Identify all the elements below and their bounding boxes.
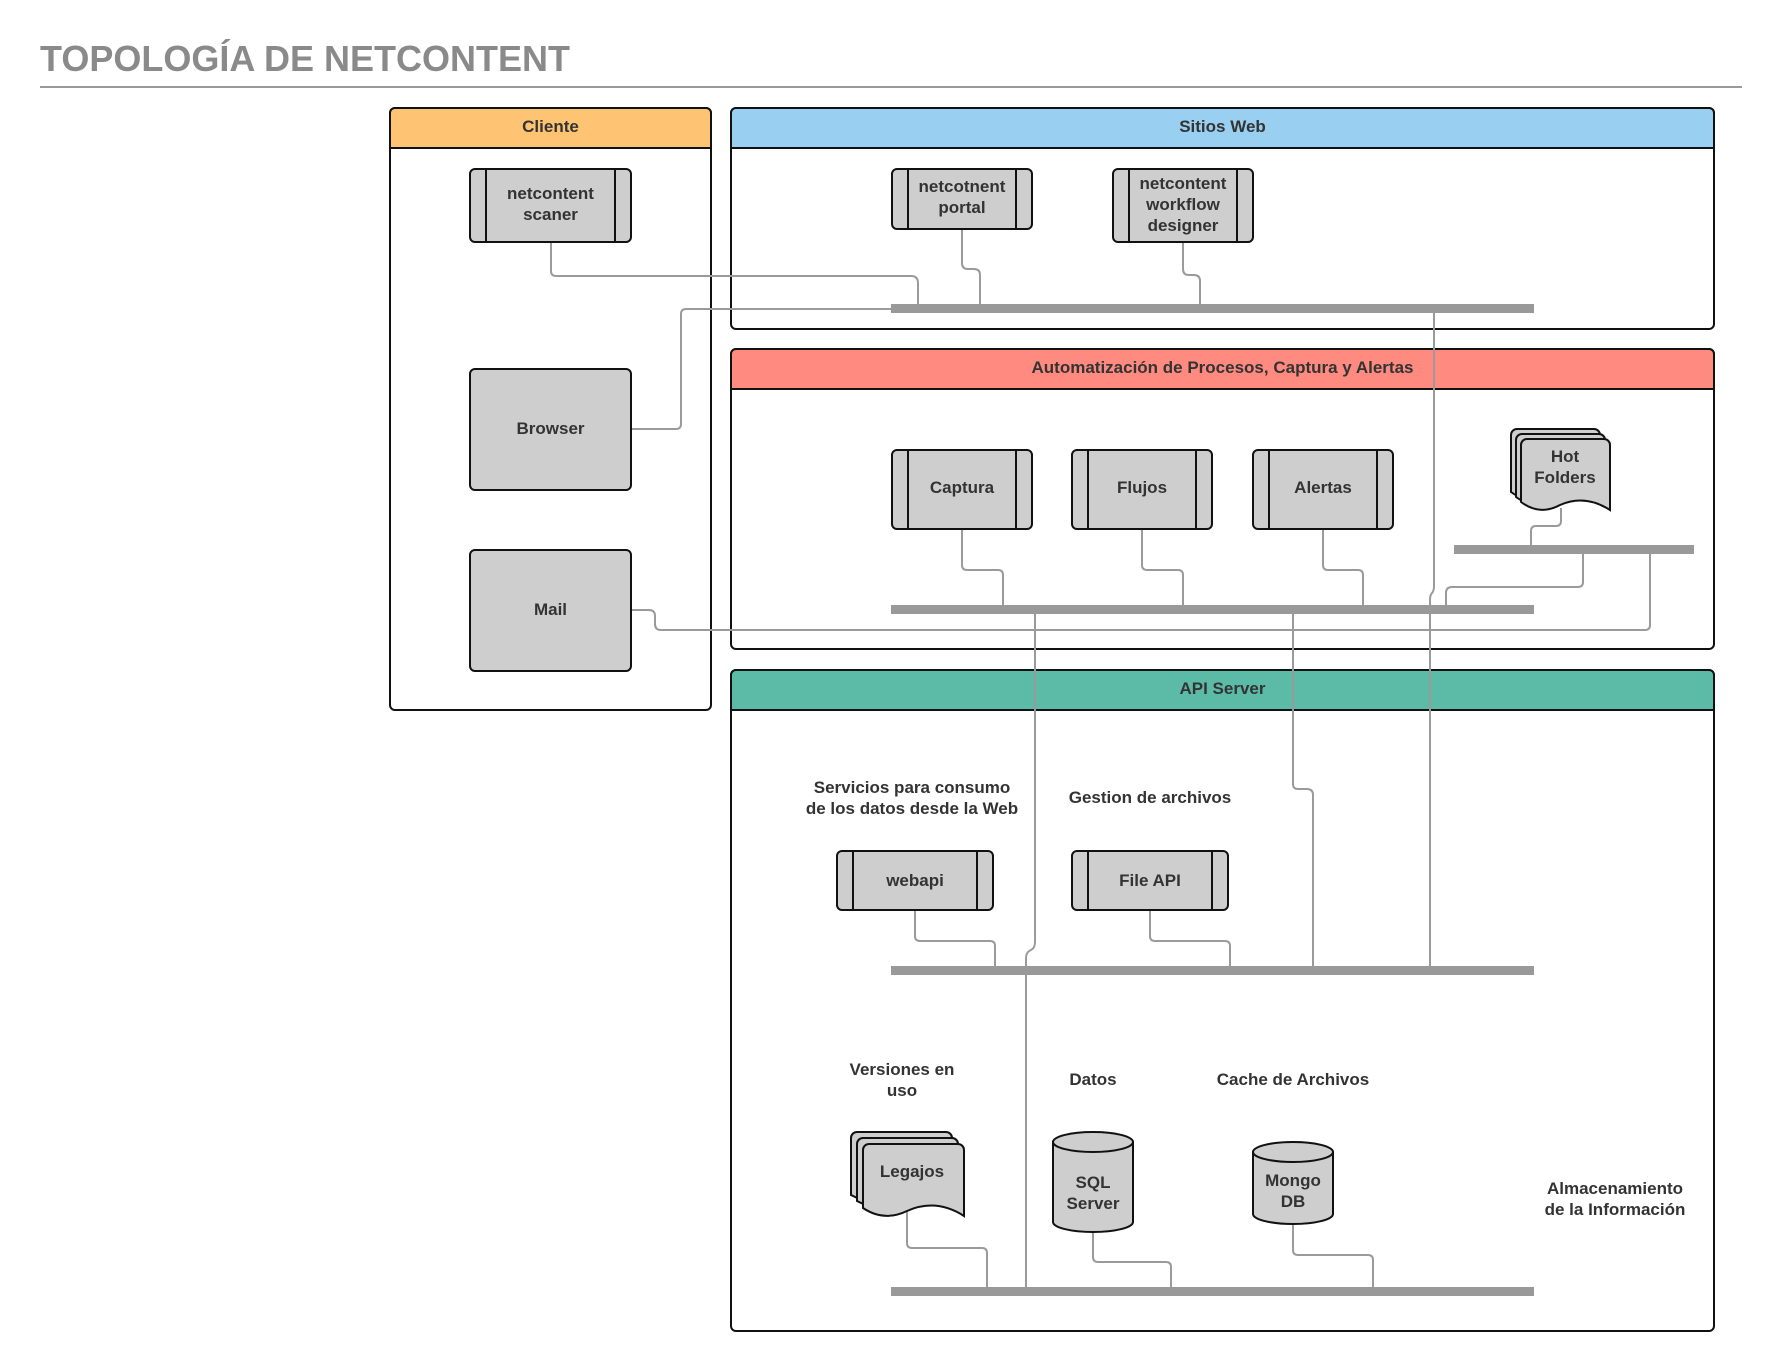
group-sitios-web-title: Sitios Web [1179, 117, 1266, 136]
scaner-line-2: scaner [523, 205, 578, 224]
component-alertas[interactable]: Alertas [1252, 449, 1394, 530]
connector-workflow [1182, 242, 1201, 304]
bus-automatizacion [891, 605, 1534, 614]
file-api-label: File API [1119, 871, 1181, 890]
group-automatizacion-header [730, 348, 1715, 390]
connector-mail [632, 554, 1651, 631]
note-almacenamiento-line-1: Almacenamiento [1547, 1179, 1683, 1198]
captura-label: Captura [930, 478, 995, 497]
connector-auto-to-api [1292, 614, 1314, 966]
connector-flujos [1141, 529, 1184, 605]
group-automatizacion: Automatización de Procesos, Captura y Al… [730, 348, 1715, 650]
connector-legajos [906, 1211, 988, 1287]
connector-scaner [550, 242, 919, 304]
note-cache-archivos: Cache de Archivos [1217, 1070, 1369, 1089]
group-sitios-web-header [730, 107, 1715, 149]
webapi-label: webapi [885, 871, 944, 890]
note-servicios-line-2: de los datos desde la Web [806, 799, 1018, 818]
connector-hot-bus-to-auto [1445, 554, 1584, 605]
group-cliente-title: Cliente [522, 117, 579, 136]
connector-hot-folders [1530, 508, 1562, 545]
connector-captura [961, 529, 1004, 605]
note-gestion-archivos: Gestion de archivos [1069, 788, 1232, 807]
note-almacenamiento-line-2: de la Información [1545, 1200, 1686, 1219]
workflow-line-3: designer [1148, 216, 1219, 235]
component-flujos[interactable]: Flujos [1071, 449, 1213, 530]
connector-auto-to-storage [1025, 614, 1036, 1287]
group-api-server: API Server [730, 669, 1715, 1332]
component-mongo-db[interactable]: Mongo DB [1252, 1141, 1334, 1225]
component-netcontent-scaner[interactable]: netcontent scaner [469, 168, 632, 243]
group-cliente-header [389, 107, 712, 149]
component-hot-folders[interactable]: Hot Folders [1510, 428, 1611, 512]
component-legajos[interactable]: Legajos [850, 1131, 965, 1218]
connector-sitios-to-api [1429, 313, 1435, 966]
flujos-label: Flujos [1117, 478, 1167, 497]
sql-server-line-2: Server [1067, 1194, 1120, 1213]
connector-portal [961, 229, 981, 304]
connector-webapi [914, 910, 996, 966]
component-captura[interactable]: Captura [891, 449, 1033, 530]
component-browser[interactable]: Browser [469, 368, 632, 491]
bus-sitios-web [891, 304, 1534, 313]
sql-server-line-1: SQL [1076, 1173, 1111, 1192]
workflow-line-2: workflow [1145, 195, 1220, 214]
component-webapi[interactable]: webapi [836, 850, 994, 911]
page-title: TOPOLOGÍA DE NETCONTENT [40, 38, 570, 79]
component-sql-server[interactable]: SQL Server [1052, 1131, 1134, 1233]
bus-api [891, 966, 1534, 975]
alertas-label: Alertas [1294, 478, 1352, 497]
component-netcotnent-portal[interactable]: netcotnent portal [891, 168, 1033, 230]
mongo-db-line-2: DB [1281, 1192, 1306, 1211]
note-datos: Datos [1069, 1070, 1116, 1089]
connector-browser [632, 308, 891, 430]
buses [891, 304, 1694, 1296]
portal-line-1: netcotnent [919, 177, 1006, 196]
group-api-server-title: API Server [1180, 679, 1266, 698]
connector-file-api [1149, 910, 1231, 966]
bus-hot-folders [1454, 545, 1694, 554]
bus-storage [891, 1287, 1534, 1296]
workflow-line-1: netcontent [1140, 174, 1227, 193]
connector-mongo-db [1292, 1224, 1374, 1287]
component-mail[interactable]: Mail [469, 549, 632, 672]
portal-line-2: portal [938, 198, 985, 217]
note-servicios-line-1: Servicios para consumo [814, 778, 1011, 797]
connectors [550, 229, 1651, 1287]
component-workflow-designer[interactable]: netcontent workflow designer [1112, 168, 1254, 243]
connector-alertas [1322, 529, 1364, 605]
mail-label: Mail [534, 600, 567, 619]
group-api-server-header [730, 669, 1715, 711]
group-automatizacion-title: Automatización de Procesos, Captura y Al… [1032, 358, 1414, 377]
hot-folders-line-2: Folders [1534, 468, 1595, 487]
legajos-label: Legajos [880, 1162, 944, 1181]
note-versiones-line-2: uso [887, 1081, 917, 1100]
note-versiones-line-1: Versiones en [850, 1060, 955, 1079]
connector-sql-server [1092, 1231, 1172, 1287]
scaner-line-1: netcontent [507, 184, 594, 203]
hot-folders-line-1: Hot [1551, 447, 1580, 466]
mongo-db-line-1: Mongo [1265, 1171, 1321, 1190]
component-file-api[interactable]: File API [1071, 850, 1229, 911]
browser-label: Browser [516, 419, 584, 438]
